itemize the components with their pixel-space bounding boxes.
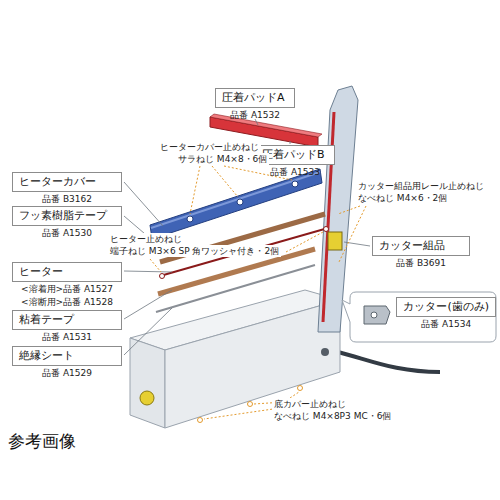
- blade-hole: [371, 312, 377, 318]
- part-callout: フッ素樹脂テープ品番 A1530: [12, 206, 122, 239]
- part-name: カッター組品: [372, 236, 470, 256]
- cover-highlight: [151, 172, 320, 228]
- cutter-blade: [364, 306, 390, 324]
- screw-mark: [198, 418, 203, 423]
- screw-note: ヒーターカバー止めねじ: [158, 141, 261, 153]
- screw-mark: [160, 274, 165, 279]
- screw-note: カッター組品用レール止めねじ: [356, 180, 486, 192]
- leader-line: [124, 271, 172, 272]
- part-callout: ヒーターカバー品番 B3162: [12, 172, 122, 205]
- part-name: カッター(歯のみ): [396, 297, 496, 317]
- cord-bushing: [321, 348, 329, 356]
- part-callout: 絶縁シート品番 A1529: [12, 346, 122, 379]
- part-number: 品番 A1529: [12, 367, 122, 379]
- part-callout: 粘着テープ品番 A1531: [12, 310, 122, 343]
- screw-leader: [338, 206, 360, 214]
- screw-mark: [237, 199, 243, 205]
- timer-knob: [140, 391, 154, 405]
- screw-mark: [324, 227, 329, 232]
- part-number: 品番 A1534: [396, 318, 496, 330]
- part-number: 品番 B3691: [372, 257, 470, 269]
- arm-pad: [323, 112, 334, 322]
- part-name: ヒーターカバー: [12, 172, 122, 192]
- screw-mark: [248, 402, 253, 407]
- screw-leader: [339, 206, 366, 262]
- screw-note: ヒーター止めねじ: [108, 233, 184, 245]
- part-number: 品番 A1530: [12, 227, 122, 239]
- leader-line: [124, 182, 163, 226]
- part-number: 品番 A1532: [215, 109, 295, 121]
- screw-leader: [204, 408, 280, 419]
- screw-leader: [212, 166, 238, 197]
- heater-cover: [150, 169, 322, 239]
- screw-leader: [286, 232, 323, 252]
- part-name: フッ素樹脂テープ: [12, 206, 122, 226]
- insulation-sheet: [156, 265, 315, 312]
- screw-leader: [190, 166, 200, 214]
- part-number: 品番 A1533: [255, 166, 335, 178]
- part-name: 粘着テープ: [12, 310, 122, 330]
- part-number: <溶断用>品番 A1528: [12, 296, 122, 308]
- power-cord: [338, 352, 440, 372]
- part-name: 絶縁シート: [12, 346, 122, 366]
- part-name: 圧着パッドA: [215, 88, 295, 108]
- leader-line: [290, 141, 291, 144]
- part-name: ヒーター: [12, 262, 122, 282]
- part-callout: カッター組品品番 B3691: [372, 236, 470, 269]
- part-callout: 圧着パッドA品番 A1532: [215, 88, 295, 121]
- part-number: <溶着用>品番 A1527: [12, 283, 122, 295]
- screw-note: なべねじ M4×6・2個: [356, 192, 449, 204]
- screw-note: なべねじ M4×8P3 MC・6個: [272, 410, 393, 422]
- part-number: 品番 A1531: [12, 331, 122, 343]
- caption: 参考画像: [8, 430, 76, 452]
- screw-note: サラねじ M4×8・6個: [176, 153, 269, 165]
- part-callout: カッター(歯のみ)品番 A1534: [396, 297, 496, 330]
- part-callout: ヒーター<溶着用>品番 A1527<溶断用>品番 A1528: [12, 262, 122, 308]
- screw-leader: [150, 259, 161, 272]
- part-number: 品番 B3162: [12, 193, 122, 205]
- screw-mark: [292, 181, 298, 187]
- screw-mark: [187, 216, 193, 222]
- callout-bubble: [342, 292, 496, 342]
- screw-mark: [298, 386, 303, 391]
- screw-note: 底カバー止めねじ: [272, 398, 348, 410]
- leader-line: [124, 308, 172, 355]
- cutter-assembly: [328, 232, 342, 250]
- base-end: [130, 338, 165, 428]
- screw-note: 端子ねじ M3×6 SP 角ワッシャ付き・2個: [108, 245, 281, 257]
